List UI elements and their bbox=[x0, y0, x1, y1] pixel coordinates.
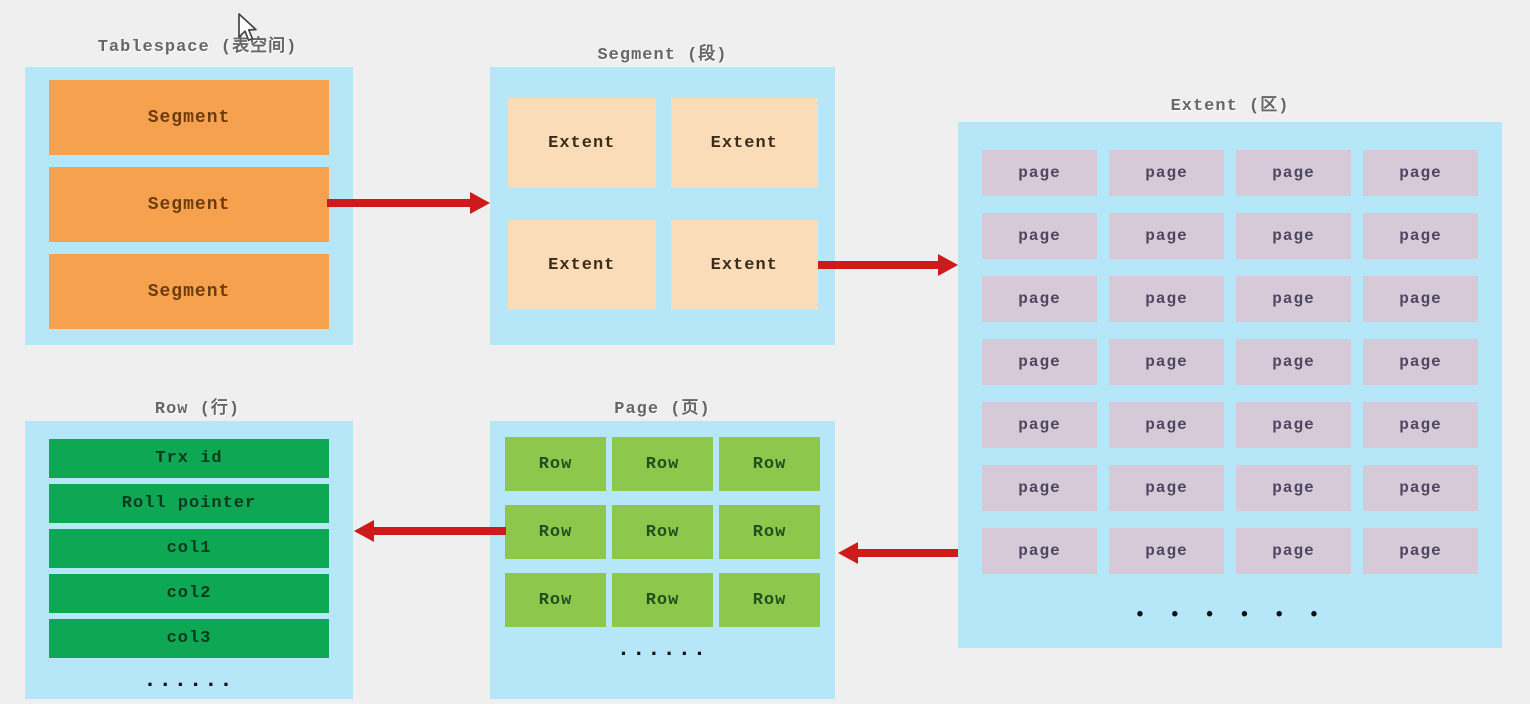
row-title: Row (行) bbox=[154, 400, 241, 419]
segment-box: Segment bbox=[49, 80, 329, 155]
page-box: page bbox=[1363, 213, 1478, 259]
page-box: page bbox=[1236, 276, 1351, 322]
arrow-head-icon bbox=[838, 542, 858, 564]
row-box: Row bbox=[719, 437, 820, 491]
segment-box: Segment bbox=[49, 254, 329, 329]
page-box: page bbox=[1236, 150, 1351, 196]
arrow-extent-to-page bbox=[838, 542, 958, 564]
page-box: page bbox=[1109, 528, 1224, 574]
extent-box: Extent bbox=[508, 220, 656, 310]
page-box: page bbox=[1363, 339, 1478, 385]
segment-title: Segment (段) bbox=[597, 46, 728, 65]
row-field-box: Roll pointer bbox=[49, 484, 329, 523]
arrow-page-to-row bbox=[354, 520, 506, 542]
page-box: page bbox=[982, 213, 1097, 259]
row-ellipsis: ...... bbox=[143, 668, 235, 693]
page-box: page bbox=[1236, 528, 1351, 574]
page-box: page bbox=[1109, 402, 1224, 448]
page-box: page bbox=[1363, 402, 1478, 448]
arrow-head-icon bbox=[470, 192, 490, 214]
page-box: page bbox=[1363, 150, 1478, 196]
mouse-cursor-icon bbox=[238, 13, 257, 42]
tablespace-title: Tablespace (表空间) bbox=[97, 38, 298, 57]
field-list: Trx id Roll pointer col1 col2 col3 bbox=[25, 421, 353, 658]
arrow-shaft bbox=[327, 199, 475, 207]
row-box: Row bbox=[719, 505, 820, 559]
page-box: page bbox=[982, 276, 1097, 322]
page-box: page bbox=[982, 150, 1097, 196]
row-box: Row bbox=[719, 573, 820, 627]
arrow-shaft bbox=[818, 261, 943, 269]
arrow-shaft bbox=[853, 549, 958, 557]
extent-box: Extent bbox=[670, 98, 818, 188]
page-box: page bbox=[1236, 213, 1351, 259]
arrow-shaft bbox=[369, 527, 506, 535]
row-field-box: col3 bbox=[49, 619, 329, 658]
page-box: page bbox=[1363, 528, 1478, 574]
page-box: page bbox=[1363, 276, 1478, 322]
page-box: page bbox=[1236, 465, 1351, 511]
row-field-box: col1 bbox=[49, 529, 329, 568]
extent-box: Extent bbox=[508, 98, 656, 188]
page-box: page bbox=[1109, 213, 1224, 259]
row-box: Row bbox=[505, 437, 606, 491]
extent-title: Extent (区) bbox=[1170, 97, 1290, 116]
extent-panel: page page page page page page page page page page… bbox=[958, 122, 1502, 648]
segment-box: Segment bbox=[49, 167, 329, 242]
page-title: Page (页) bbox=[614, 400, 711, 419]
page-box: page bbox=[982, 528, 1097, 574]
page-box: page bbox=[1109, 150, 1224, 196]
page-grid: page page page page page page page page page page… bbox=[958, 122, 1502, 574]
row-field-box: col2 bbox=[49, 574, 329, 613]
page-box: page bbox=[1109, 339, 1224, 385]
extent-ellipsis: • • • • • • bbox=[1134, 604, 1326, 626]
arrow-segment-to-extent bbox=[818, 254, 958, 276]
arrow-head-icon bbox=[938, 254, 958, 276]
page-box: page bbox=[982, 402, 1097, 448]
page-box: page bbox=[1109, 276, 1224, 322]
row-box: Row bbox=[612, 573, 713, 627]
row-box: Row bbox=[612, 437, 713, 491]
page-box: page bbox=[1363, 465, 1478, 511]
extent-box: Extent bbox=[670, 220, 818, 310]
row-box: Row bbox=[505, 573, 606, 627]
page-box: page bbox=[1109, 465, 1224, 511]
page-box: page bbox=[1236, 339, 1351, 385]
row-box: Row bbox=[612, 505, 713, 559]
row-field-box: Trx id bbox=[49, 439, 329, 478]
row-box: Row bbox=[505, 505, 606, 559]
arrow-tablespace-to-segment bbox=[327, 192, 490, 214]
page-box: page bbox=[982, 465, 1097, 511]
page-ellipsis: ...... bbox=[616, 637, 709, 662]
page-box: page bbox=[982, 339, 1097, 385]
arrow-head-icon bbox=[354, 520, 374, 542]
row-panel: Trx id Roll pointer col1 col2 col3 ...... bbox=[25, 421, 353, 699]
page-box: page bbox=[1236, 402, 1351, 448]
